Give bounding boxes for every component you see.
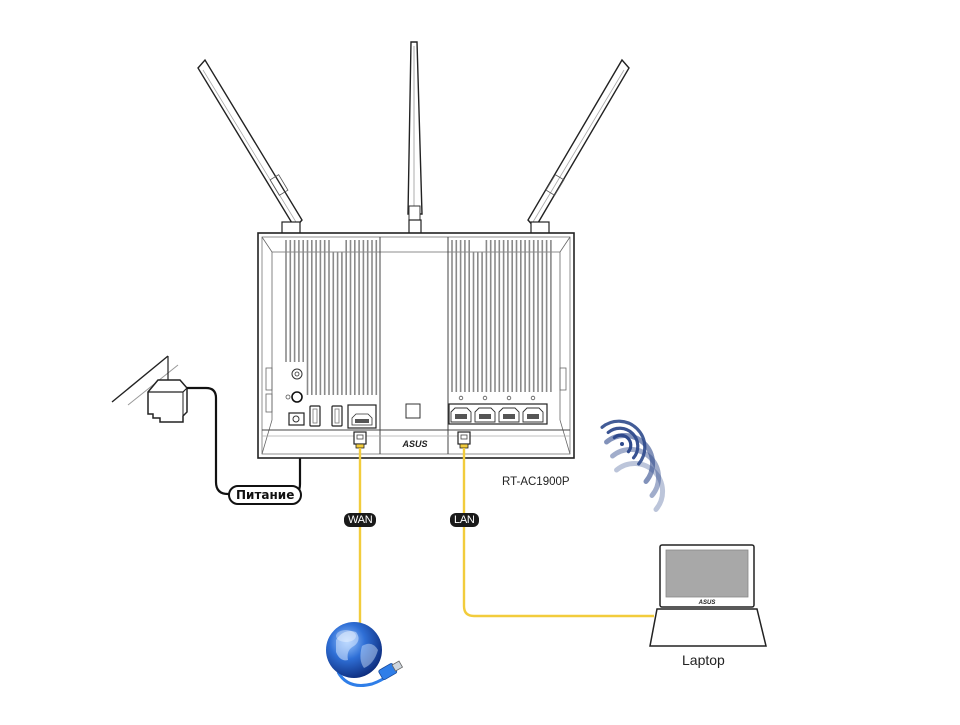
lan-port [450,407,472,423]
antenna-center [405,41,425,246]
lan-port [474,407,496,423]
lan-port-number [506,395,512,401]
vent-fins-left [285,240,378,395]
rear-ports-left [285,364,377,429]
laptop-icon: ASUS [649,544,767,647]
laptop-screen [665,549,749,598]
led-indicator [405,403,421,419]
vent-fins-right [451,240,552,392]
usb-port-2 [331,405,343,427]
wifi-wave [610,447,661,498]
lan-port [522,407,544,423]
wifi-wave [614,461,665,512]
wan-label: WAN [344,513,377,527]
power-button [291,391,303,403]
lan-port [498,407,520,423]
wan-plug [353,431,367,449]
model-label: RT-AC1900P [502,476,570,488]
lan-label: LAN [450,513,479,527]
antenna-right [527,58,630,251]
lan-port-number [530,395,536,401]
laptop-label: Laptop [682,652,725,668]
lan-ports [448,392,549,425]
svg-text:ASUS: ASUS [698,600,716,606]
power-jack [288,412,305,426]
wifi-wave [604,433,655,484]
reset-button [291,368,303,380]
wireless-signal-icon [600,419,665,512]
lan-plug [457,431,471,449]
antenna-left [197,58,303,251]
lan-cable [462,448,654,618]
power-cable [187,386,230,496]
router-brand-logo: ASUS [401,439,427,449]
lan-port-number [458,395,464,401]
internet-globe-icon [326,622,404,687]
power-label: Питание [228,485,303,505]
lan-port-number [482,395,488,401]
wifi-wave [606,426,640,460]
usb-port-1 [309,405,321,427]
power-adapter [147,379,188,423]
wifi-wave [600,419,647,466]
